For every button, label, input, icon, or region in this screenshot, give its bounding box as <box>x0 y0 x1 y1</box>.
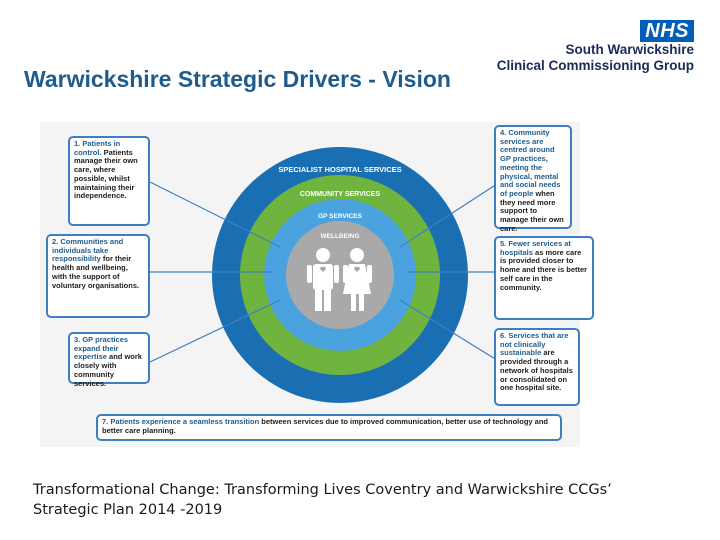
driver-box-3: 3. GP practices expand their expertise a… <box>68 332 150 388</box>
driver-1-text: Patients manage their own care, where po… <box>74 147 138 201</box>
driver-box-4: 4. Community services are centred around… <box>494 125 572 233</box>
community-ring-label: COMMUNITY SERVICES <box>300 191 381 198</box>
source-caption: Transformational Change: Transforming Li… <box>33 480 673 520</box>
logo-org-line1: South Warwickshire <box>565 42 694 57</box>
wellbeing-label: WELLBEING <box>321 233 360 240</box>
arrow-4 <box>399 181 501 248</box>
driver-7-heading: 7. Patients experience a seamless transi… <box>102 417 260 426</box>
driver-5-text: as more care is provided closer to home … <box>500 247 588 292</box>
driver-box-2: 2. Communities and individuals take resp… <box>46 234 150 318</box>
male-figure-icon <box>307 248 339 311</box>
driver-4-heading: 4. Community services are centred around… <box>500 128 555 164</box>
driver-3-heading: 3. GP practices expand their expertise <box>74 335 129 362</box>
nhs-logo: NHS South Warwickshire Clinical Commissi… <box>497 20 694 74</box>
driver-5-heading: 5. Fewer services at hospitals <box>500 239 571 257</box>
connector-lines <box>149 181 501 363</box>
wellbeing-center <box>286 221 394 329</box>
female-figure-icon <box>343 248 372 311</box>
driver-1-heading: 1. Patients in control. <box>74 139 121 157</box>
driver-2-heading: 2. Communities and individuals take resp… <box>52 237 124 264</box>
driver-2-text: for their health and wellbeing, with the… <box>52 254 140 290</box>
driver-3-text: and work closely with community services… <box>74 352 142 388</box>
driver-box-6: 6. Services that are not clinically sust… <box>494 328 580 406</box>
driver-box-7: 7. Patients experience a seamless transi… <box>96 414 562 441</box>
rings-svg: SPECIALIST HOSPITAL SERVICES COMMUNITY S… <box>149 147 501 403</box>
driver-7-text: between services due to improved communi… <box>102 417 548 435</box>
slide-title: Warwickshire Strategic Drivers - Vision <box>24 66 451 92</box>
driver-6-heading: 6. Services that are not clinically sust… <box>500 331 569 358</box>
logo-org-line2: Clinical Commissioning Group <box>496 58 694 73</box>
caption-line-2: Strategic Plan 2014 -2019 <box>33 502 223 518</box>
arrow-1 <box>149 181 281 248</box>
vision-diagram: SPECIALIST HOSPITAL SERVICES COMMUNITY S… <box>40 122 594 447</box>
arrow-6 <box>399 299 501 363</box>
driver-box-5: 5. Fewer services at hospitals as more c… <box>494 236 594 320</box>
nhs-badge: NHS <box>640 20 694 42</box>
outer-ring-label: SPECIALIST HOSPITAL SERVICES <box>278 165 401 174</box>
caption-line-1: Transformational Change: Transforming Li… <box>33 482 612 498</box>
driver-box-1: 1. Patients in control. Patients manage … <box>68 136 150 226</box>
arrow-3 <box>149 299 281 363</box>
driver-4-text: when they need more support to manage th… <box>500 188 564 233</box>
driver-6-text: are provided through a network of hospit… <box>500 348 573 393</box>
driver-4-mid: meeting the physical, mental and social … <box>500 162 561 198</box>
gp-ring-label: GP SERVICES <box>318 213 362 220</box>
